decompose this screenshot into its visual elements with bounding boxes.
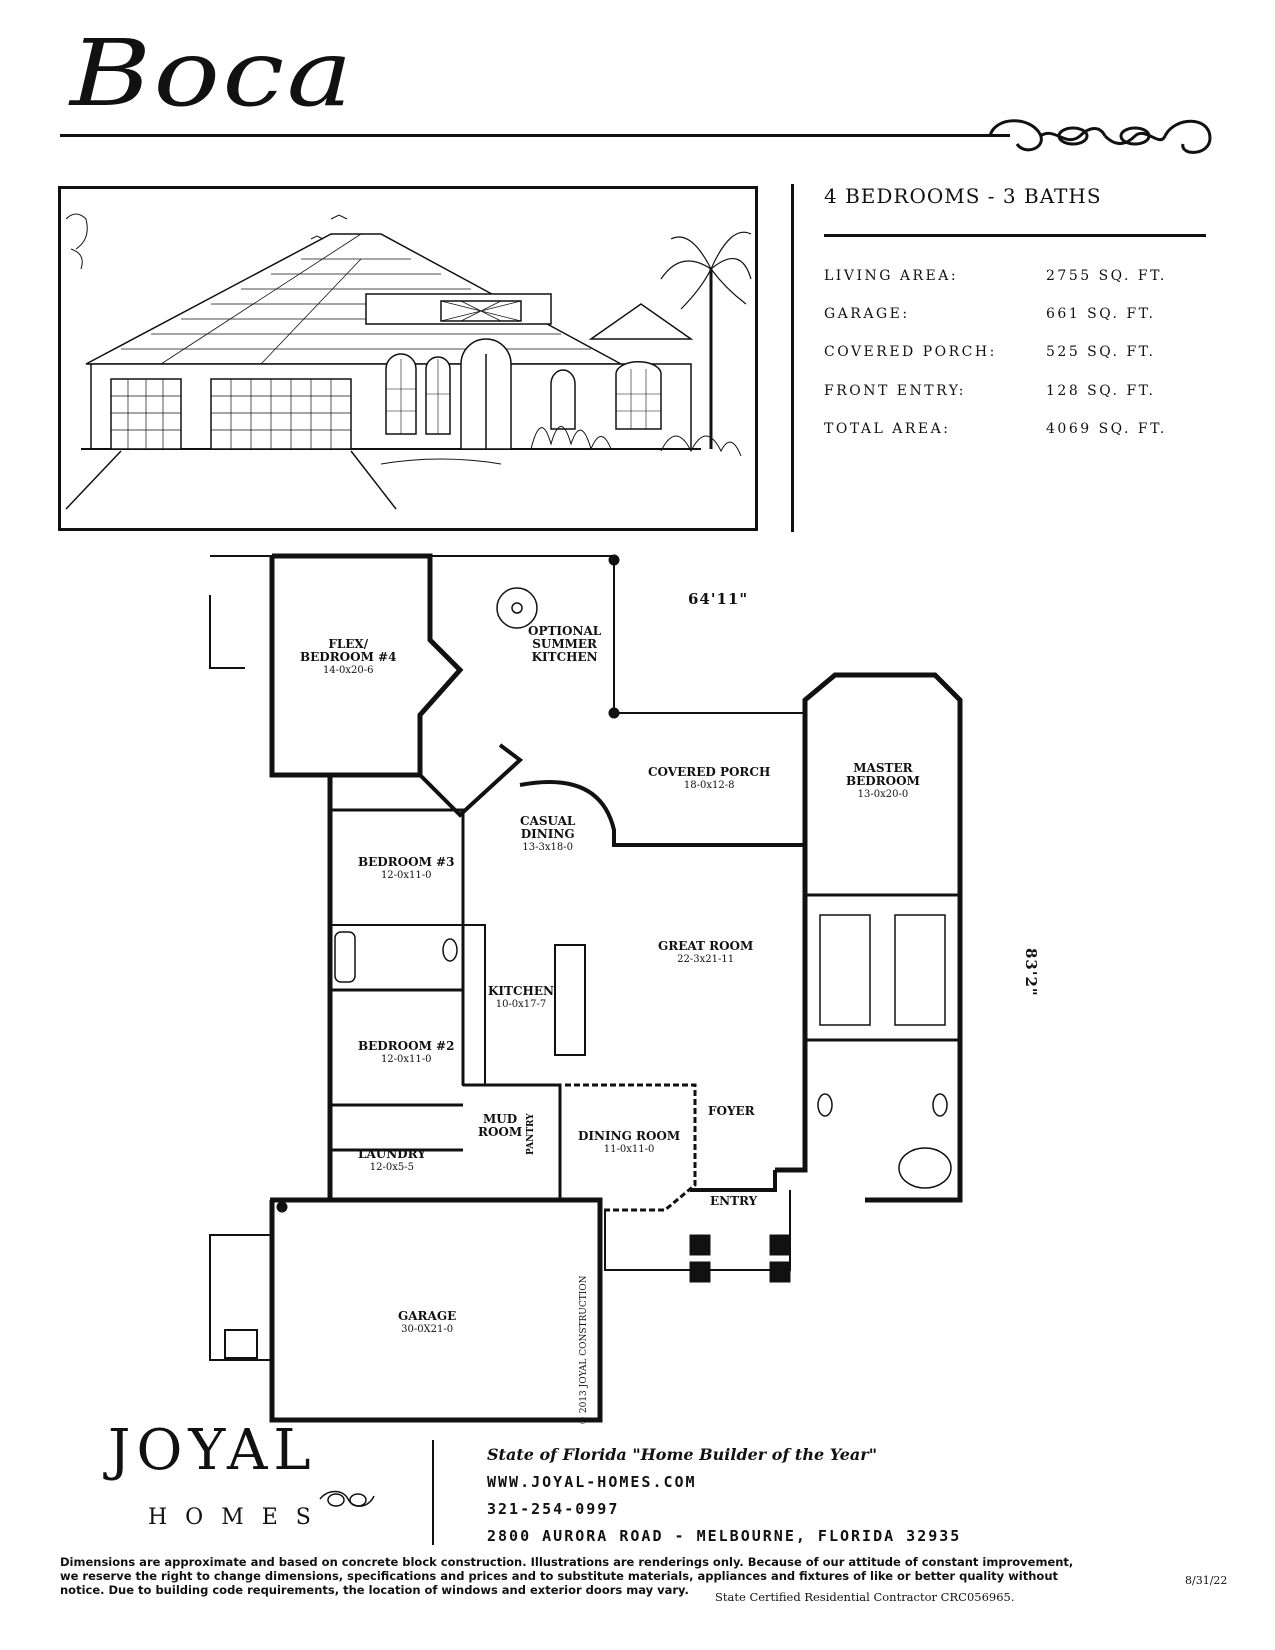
room-entry: ENTRY: [710, 1195, 757, 1208]
room-name: LAUNDRY: [358, 1147, 426, 1161]
room-dimensions: 12-0x11-0: [380, 870, 432, 881]
room-name: GREAT ROOM: [658, 939, 754, 953]
room-dimensions: 14-0x20-6: [322, 665, 374, 676]
room-bedroom-3: BEDROOM #3 12-0x11-0: [358, 856, 454, 882]
spec-label: GARAGE:: [824, 306, 910, 322]
revision-date: 8/31/22: [1185, 1574, 1228, 1587]
spec-value: 525 SQ. FT.: [1046, 344, 1156, 360]
room-mud-room: MUD ROOM: [478, 1113, 522, 1139]
room-name: DINING ROOM: [578, 1129, 681, 1143]
room-dimensions: 11-0x11-0: [603, 1144, 655, 1155]
room-casual-dining: CASUAL DINING 13-3x18-0: [520, 815, 575, 854]
spec-value: 4069 SQ. FT.: [1046, 421, 1167, 437]
plan-title: Boca: [70, 20, 355, 127]
website-link[interactable]: WWW.JOYAL-HOMES.COM: [487, 1473, 697, 1491]
spec-label: LIVING AREA:: [824, 268, 959, 284]
room-dimensions: 22-3x21-11: [677, 954, 735, 965]
award-statement: State of Florida "Home Builder of the Ye…: [487, 1445, 878, 1464]
spec-row: TOTAL AREA: 4069 SQ. FT.: [824, 421, 1184, 445]
room-dimensions: 13-0x20-0: [857, 789, 909, 800]
specs-divider: [824, 234, 1206, 237]
bedroom-bath-count: 4 BEDROOMS - 3 BATHS: [824, 184, 1102, 208]
room-dimensions: 18-0x12-8: [683, 780, 735, 791]
room-kitchen: KITCHEN 10-0x17-7: [488, 985, 554, 1011]
room-name: COVERED PORCH: [648, 765, 771, 779]
room-name: FOYER: [708, 1104, 755, 1118]
room-name: CASUAL DINING: [520, 814, 576, 841]
room-dimensions: 10-0x17-7: [495, 999, 547, 1010]
section-divider: [791, 184, 794, 532]
room-foyer: FOYER: [708, 1105, 755, 1118]
room-covered-porch: COVERED PORCH 18-0x12-8: [648, 766, 770, 792]
elevation-rendering: [58, 186, 758, 531]
spec-row: LIVING AREA: 2755 SQ. FT.: [824, 268, 1184, 292]
company-logo-subtitle: HOMES: [148, 1505, 329, 1530]
width-dimension: 64'11": [688, 590, 749, 608]
spec-label: FRONT ENTRY:: [824, 383, 966, 399]
room-bedroom-2: BEDROOM #2 12-0x11-0: [358, 1040, 454, 1066]
room-dimensions: 13-3x18-0: [522, 842, 573, 853]
room-dimensions: 12-0x5-5: [369, 1162, 414, 1173]
room-great-room: GREAT ROOM 22-3x21-11: [658, 940, 753, 966]
spec-value: 661 SQ. FT.: [1046, 306, 1156, 322]
company-logo-wordmark: JOYAL: [108, 1418, 317, 1483]
room-name: KITCHEN: [488, 984, 554, 998]
room-pantry: PANTRY: [525, 1113, 538, 1155]
house-elevation-drawing: [65, 213, 752, 510]
title-divider: [60, 134, 1010, 137]
room-laundry: LAUNDRY 12-0x5-5: [358, 1148, 426, 1174]
spec-row: FRONT ENTRY: 128 SQ. FT.: [824, 383, 1184, 407]
room-name: MUD ROOM: [478, 1112, 523, 1139]
room-dimensions: 30-0X21-0: [401, 1324, 454, 1335]
room-dimensions: 12-0x11-0: [380, 1054, 432, 1065]
scroll-ornament-icon: [988, 119, 1212, 154]
room-master-bedroom: MASTER BEDROOM 13-0x20-0: [846, 762, 920, 801]
depth-dimension: 83'2": [1022, 948, 1040, 997]
room-name: OPTIONAL SUMMER KITCHEN: [528, 624, 602, 664]
room-name: BEDROOM #2: [358, 1039, 455, 1053]
spec-value: 128 SQ. FT.: [1046, 383, 1156, 399]
room-flex-bedroom: FLEX/ BEDROOM #4 14-0x20-6: [300, 638, 396, 677]
company-address: 2800 AURORA ROAD - MELBOURNE, FLORIDA 32…: [487, 1527, 962, 1545]
room-dining-room: DINING ROOM 11-0x11-0: [578, 1130, 680, 1156]
footer-divider: [432, 1440, 434, 1545]
room-name: FLEX/ BEDROOM #4: [300, 637, 397, 664]
contractor-license: State Certified Residential Contractor C…: [715, 1590, 1015, 1604]
room-name: GARAGE: [398, 1309, 457, 1323]
phone-number: 321-254-0997: [487, 1500, 620, 1518]
spec-row: GARAGE: 661 SQ. FT.: [824, 306, 1184, 330]
room-summer-kitchen: OPTIONAL SUMMER KITCHEN: [528, 625, 601, 664]
room-garage: GARAGE 30-0X21-0: [398, 1310, 456, 1336]
copyright-notice: © 2013 JOYAL CONSTRUCTION: [579, 1275, 589, 1425]
spec-row: COVERED PORCH: 525 SQ. FT.: [824, 344, 1184, 368]
disclaimer-text: Dimensions are approximate and based on …: [60, 1555, 1074, 1597]
spec-value: 2755 SQ. FT.: [1046, 268, 1167, 284]
room-name: ENTRY: [710, 1194, 758, 1208]
spec-label: TOTAL AREA:: [824, 421, 951, 437]
logo-swirl-icon: [319, 1490, 375, 1507]
room-name: BEDROOM #3: [358, 855, 455, 869]
room-name: MASTER BEDROOM: [846, 761, 920, 788]
spec-label: COVERED PORCH:: [824, 344, 997, 360]
room-name: PANTRY: [526, 1113, 536, 1155]
